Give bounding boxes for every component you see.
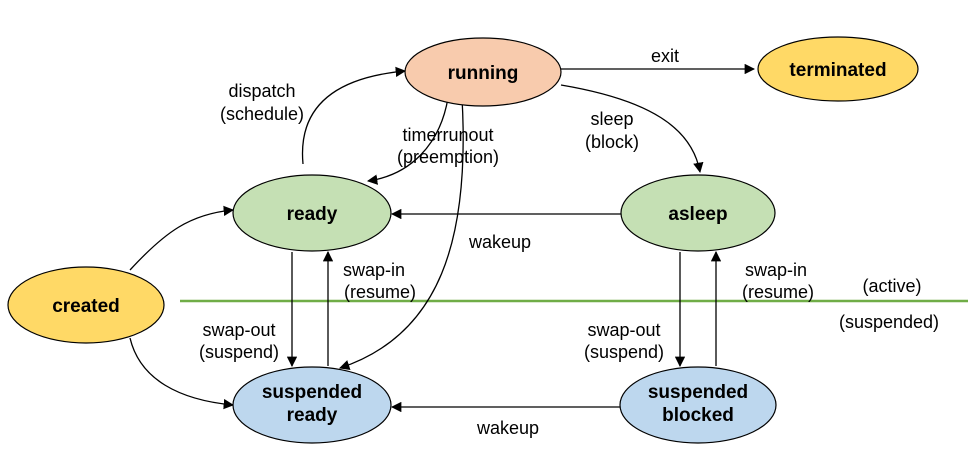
- exit-label: exit: [651, 46, 679, 66]
- swap-out-left-label-line1: swap-out: [202, 320, 275, 340]
- suspended-zone-label: (suspended): [839, 312, 939, 332]
- sleep-edge: [560, 84, 704, 174]
- state-suspended-ready-line2: ready: [287, 405, 338, 426]
- state-suspended-blocked: suspended blocked: [619, 366, 777, 444]
- dispatch-label-line1: dispatch: [228, 81, 295, 101]
- timer-label-line2: (preemption): [397, 147, 499, 167]
- swap-in-right-label-line1: swap-in: [745, 260, 807, 280]
- state-suspended-blocked-line2: blocked: [662, 405, 734, 426]
- state-suspended-ready-line1: suspended: [262, 382, 362, 403]
- wakeup-active-label: wakeup: [468, 232, 531, 252]
- state-suspended-blocked-line1: suspended: [648, 382, 748, 403]
- state-asleep-label: asleep: [668, 204, 727, 225]
- active-zone-label: (active): [862, 276, 921, 296]
- swap-out-right-label-line1: swap-out: [587, 320, 660, 340]
- dispatch-label-line2: (schedule): [220, 104, 304, 124]
- sleep-label-line2: (block): [585, 132, 639, 152]
- state-created-label: created: [52, 296, 120, 317]
- state-terminated-label: terminated: [789, 60, 886, 81]
- created-to-ready-edge: [129, 205, 235, 271]
- wakeup-suspended-label: wakeup: [476, 418, 539, 438]
- swap-in-left-label-line1: swap-in: [343, 260, 405, 280]
- running-to-suspended-ready-edge: [339, 97, 464, 370]
- state-asleep: asleep: [620, 174, 776, 252]
- state-ready-label: ready: [287, 204, 338, 225]
- state-running: running: [404, 37, 562, 107]
- timer-runout-edge: [366, 97, 449, 185]
- state-created: created: [7, 266, 165, 344]
- state-running-label: running: [448, 63, 519, 84]
- timer-label-line1: timerrunout: [402, 125, 493, 145]
- swap-in-left-label-line2: (resume): [344, 282, 416, 302]
- swap-out-left-label-line2: (suspend): [199, 342, 279, 362]
- dispatch-edge: [301, 66, 407, 165]
- swap-out-right-label-line2: (suspend): [584, 342, 664, 362]
- state-suspended-ready: suspended ready: [232, 366, 392, 444]
- created-to-suspended-ready-edge: [129, 337, 235, 410]
- state-ready: ready: [232, 174, 392, 252]
- state-terminated: terminated: [757, 36, 919, 102]
- swap-in-right-label-line2: (resume): [742, 282, 814, 302]
- sleep-label-line1: sleep: [590, 109, 633, 129]
